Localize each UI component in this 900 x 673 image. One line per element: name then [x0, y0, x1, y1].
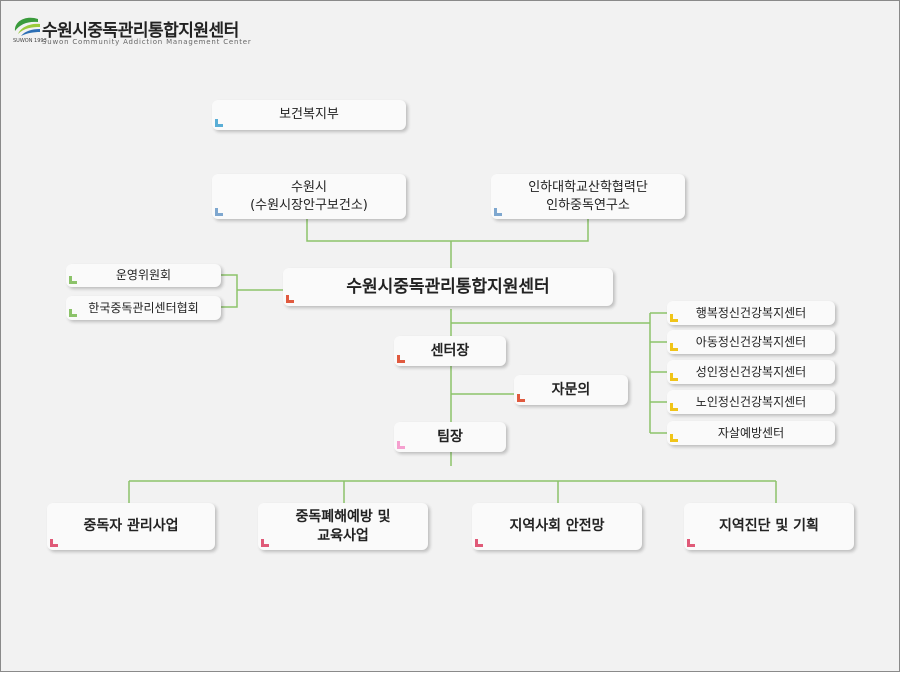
center-box[interactable]: 수원시중독관리통합지원센터	[283, 268, 613, 306]
related-center-label: 자살예방센터	[717, 425, 785, 440]
program-box[interactable]: 지역사회 안전망	[472, 503, 642, 550]
logo[interactable]: 수원시중독관리통합지원센터 Suwon Community Addiction …	[12, 13, 272, 51]
program-label: 지역진단 및 기획	[719, 518, 819, 535]
team-lead-label: 팀장	[437, 428, 463, 445]
logo-subtitle: Suwon Community Addiction Management Cen…	[42, 38, 252, 46]
logo-since: SUWON 1993	[13, 38, 47, 44]
center-label: 수원시중독관리통합지원센터	[346, 276, 550, 297]
director-box[interactable]: 센터장	[394, 336, 506, 366]
program-label: 지역사회 안전망	[509, 518, 605, 535]
program-label: 중독자 관리사업	[83, 518, 179, 535]
advisory-label: 자문의	[551, 381, 591, 398]
corner-accent	[50, 539, 58, 547]
corner-accent	[215, 119, 223, 127]
committee-label: 운영위원회	[115, 268, 172, 283]
related-center-item[interactable]: 행복정신건강복지센터	[667, 301, 835, 325]
director-label: 센터장	[430, 342, 470, 359]
program-box[interactable]: 지역진단 및 기획	[684, 503, 854, 550]
related-center-label: 아동정신건강복지센터	[695, 334, 807, 349]
team-lead-box[interactable]: 팀장	[394, 422, 506, 452]
related-center-item[interactable]: 노인정신건강복지센터	[667, 390, 835, 414]
ministry-label: 보건복지부	[279, 107, 339, 123]
corner-accent	[494, 208, 502, 216]
corner-accent	[687, 539, 695, 547]
related-center-label: 노인정신건강복지센터	[695, 394, 807, 409]
corner-accent	[517, 394, 525, 402]
corner-accent	[215, 208, 223, 216]
inha-box[interactable]: 인하대학교산학협력단 인하중독연구소	[491, 174, 685, 219]
corner-accent	[69, 309, 77, 317]
related-center-item[interactable]: 아동정신건강복지센터	[667, 330, 835, 354]
suwon-city-box[interactable]: 수원시 (수원시장안구보건소)	[212, 174, 406, 219]
ministry-box[interactable]: 보건복지부	[212, 100, 406, 130]
corner-accent	[670, 403, 678, 411]
corner-accent	[670, 434, 678, 442]
corner-accent	[69, 276, 77, 284]
association-label: 한국중독관리센터협회	[88, 300, 199, 315]
related-center-item[interactable]: 자살예방센터	[667, 421, 835, 445]
committee-box[interactable]: 운영위원회	[66, 264, 221, 287]
corner-accent	[475, 539, 483, 547]
related-center-label: 성인정신건강복지센터	[695, 364, 807, 379]
related-center-item[interactable]: 성인정신건강복지센터	[667, 360, 835, 384]
corner-accent	[670, 343, 678, 351]
corner-accent	[670, 314, 678, 322]
corner-accent	[397, 441, 405, 449]
corner-accent	[286, 295, 294, 303]
corner-accent	[670, 373, 678, 381]
logo-mark-icon	[14, 17, 40, 36]
suwon-city-label: 수원시 (수원시장안구보건소)	[250, 179, 368, 213]
corner-accent	[261, 539, 269, 547]
program-box[interactable]: 중독폐해예방 및 교육사업	[258, 503, 428, 550]
advisory-box[interactable]: 자문의	[514, 375, 628, 405]
corner-accent	[397, 355, 405, 363]
related-center-label: 행복정신건강복지센터	[695, 305, 807, 320]
program-label: 중독폐해예방 및 교육사업	[295, 508, 391, 544]
program-box[interactable]: 중독자 관리사업	[47, 503, 215, 550]
inha-label: 인하대학교산학협력단 인하중독연구소	[528, 179, 648, 213]
logo-title: 수원시중독관리통합지원센터	[42, 21, 239, 41]
association-box[interactable]: 한국중독관리센터협회	[66, 296, 221, 320]
